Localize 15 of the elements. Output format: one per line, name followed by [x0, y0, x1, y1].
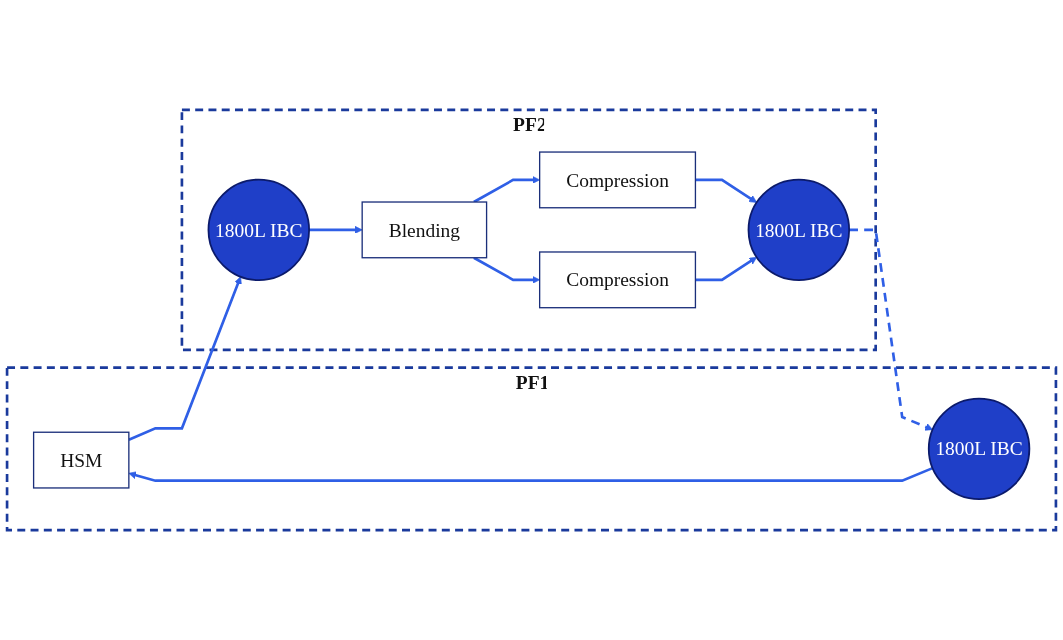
node-box: Compression — [539, 251, 697, 309]
arrow — [695, 256, 757, 282]
node-circle: 1800L IBC — [207, 178, 310, 282]
node-circle: 1800L IBC — [927, 397, 1031, 501]
arrow — [849, 228, 933, 431]
node-box: Blending — [361, 201, 488, 259]
node-box: HSM — [32, 431, 130, 489]
arrow — [695, 178, 757, 203]
arrow — [128, 466, 934, 482]
node-box: Compression — [539, 151, 697, 209]
arrow — [309, 226, 363, 234]
arrow — [473, 256, 540, 284]
arrow — [128, 276, 242, 441]
node-circle: 1800L IBC — [747, 178, 851, 282]
arrow — [473, 176, 540, 204]
